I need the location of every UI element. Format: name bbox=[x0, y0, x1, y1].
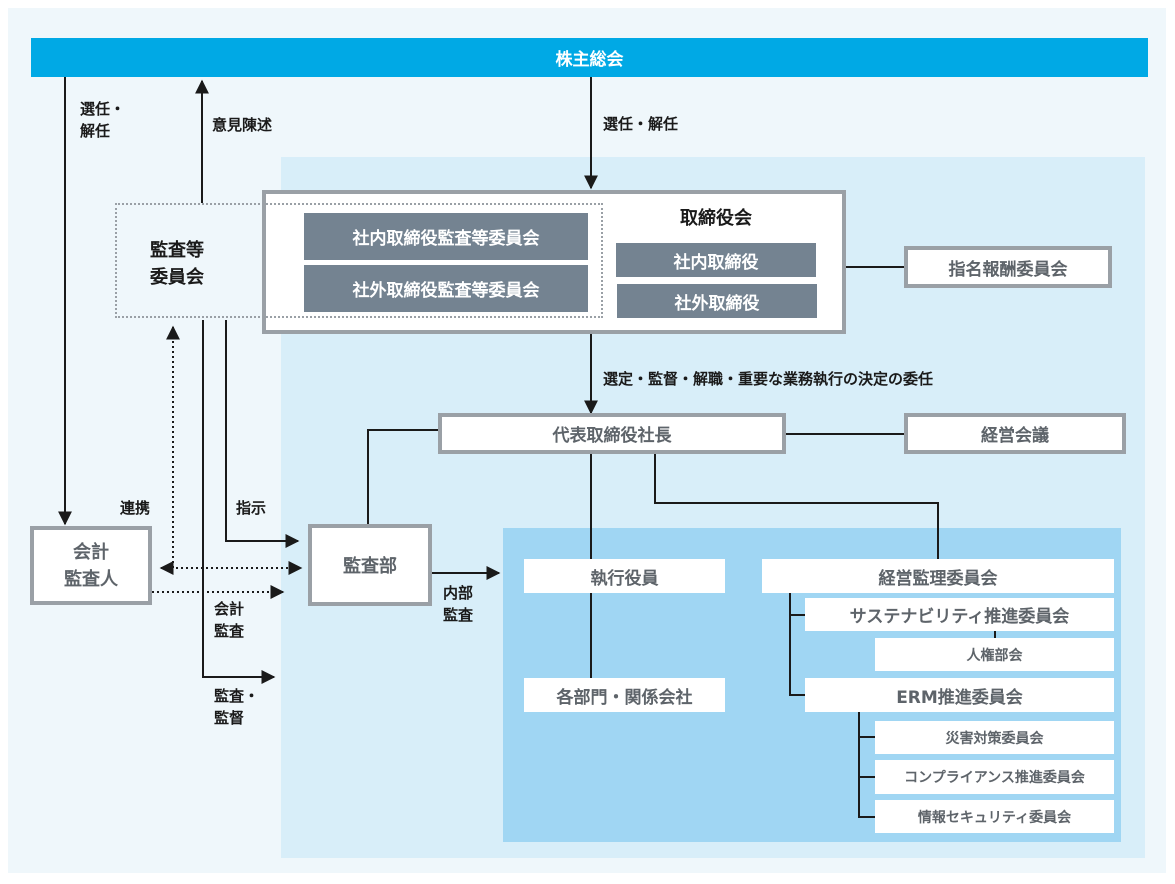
label-cooperation: 連携 bbox=[120, 499, 151, 517]
management-supervision-committee: 経営監理委員会 bbox=[762, 559, 1114, 593]
erm-committee: ERM推進委員会 bbox=[805, 678, 1114, 712]
label-instruction: 指示 bbox=[236, 499, 267, 517]
departments-affiliates: 各部門・関係会社 bbox=[524, 678, 725, 712]
president: 代表取締役社長 bbox=[438, 413, 786, 454]
internal-audit-directors: 社内取締役監査等委員会 bbox=[304, 213, 588, 260]
sustainability-committee: サステナビリティ推進委員会 bbox=[805, 598, 1114, 631]
line-president-to-supervision bbox=[654, 454, 939, 559]
compliance-committee: コンプライアンス推進委員会 bbox=[875, 760, 1114, 794]
line-erm-to-disaster bbox=[858, 712, 875, 738]
line-erm-to-infosec bbox=[858, 777, 875, 818]
label-delegation: 選定・監督・解職・重要な業務執行の決定の委任 bbox=[603, 370, 934, 388]
label-accounting-audit: 会計 監査 bbox=[214, 600, 245, 640]
line-supervision-to-erm bbox=[789, 615, 805, 696]
shareholders-meeting: 株主総会 bbox=[31, 38, 1148, 77]
management-meeting: 経営会議 bbox=[904, 413, 1126, 454]
audit-committee-group bbox=[115, 203, 603, 318]
audit-committee-title: 監査等 委員会 bbox=[150, 240, 204, 288]
external-audit-directors: 社外取締役監査等委員会 bbox=[304, 265, 588, 312]
executive-officers: 執行役員 bbox=[524, 559, 725, 593]
audit-department: 監査部 bbox=[308, 524, 432, 606]
line-president-to-audit-dept bbox=[367, 429, 438, 524]
label-opinion-statement: 意見陳述 bbox=[212, 116, 273, 134]
line-audit-supervision bbox=[202, 320, 276, 684]
label-internal-audit: 内部 監査 bbox=[443, 584, 474, 624]
internal-directors: 社内取締役 bbox=[616, 243, 816, 277]
line-supervision-to-sustainability bbox=[789, 593, 805, 616]
label-audit-supervision: 監査・ 監督 bbox=[214, 687, 260, 727]
accounting-auditor: 会計 監査人 bbox=[30, 526, 152, 605]
line-instruction bbox=[225, 320, 300, 548]
human-rights-subcommittee: 人権部会 bbox=[875, 638, 1114, 671]
label-elect-dismiss-auditor: 選任・ 解任 bbox=[80, 100, 126, 140]
disaster-committee: 災害対策委員会 bbox=[875, 721, 1114, 754]
line-erm-to-compliance bbox=[858, 737, 875, 778]
external-directors: 社外取締役 bbox=[617, 284, 817, 318]
board-title: 取締役会 bbox=[680, 208, 752, 229]
label-elect-dismiss-board: 選任・解任 bbox=[603, 115, 679, 133]
nomination-compensation-committee: 指名報酬委員会 bbox=[904, 246, 1112, 288]
info-security-committee: 情報セキュリティ委員会 bbox=[875, 800, 1114, 833]
